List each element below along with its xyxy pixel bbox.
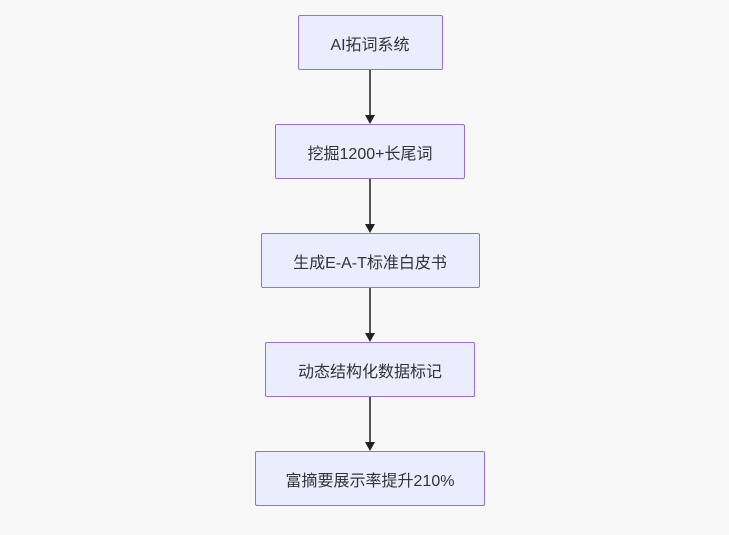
arrow-line — [369, 288, 371, 333]
flow-node-ai-word-expansion: AI拓词系统 — [297, 15, 443, 70]
node-label: 生成E-A-T标准白皮书 — [293, 254, 447, 272]
node-label: AI拓词系统 — [330, 36, 410, 54]
flow-node-structured-data-markup: 动态结构化数据标记 — [265, 342, 475, 397]
flow-node-eat-whitepaper: 生成E-A-T标准白皮书 — [260, 233, 480, 288]
node-label: 动态结构化数据标记 — [297, 363, 442, 381]
flow-node-rich-snippet-rate: 富摘要展示率提升210% — [255, 451, 485, 506]
flow-arrow-3 — [365, 288, 375, 342]
flow-arrow-1 — [365, 70, 375, 124]
flow-arrow-2 — [365, 179, 375, 233]
flow-node-longtail-mining: 挖掘1200+长尾词 — [275, 124, 465, 179]
arrow-head-icon — [365, 224, 375, 233]
flow-arrow-4 — [365, 397, 375, 451]
arrow-line — [369, 397, 371, 442]
arrow-line — [369, 70, 371, 115]
arrow-head-icon — [365, 442, 375, 451]
node-label: 富摘要展示率提升210% — [285, 472, 455, 490]
arrow-head-icon — [365, 115, 375, 124]
flowchart: AI拓词系统 挖掘1200+长尾词 生成E-A-T标准白皮书 动态结构化数据标记 — [255, 15, 485, 506]
node-label: 挖掘1200+长尾词 — [307, 145, 433, 163]
arrow-line — [369, 179, 371, 224]
arrow-head-icon — [365, 333, 375, 342]
